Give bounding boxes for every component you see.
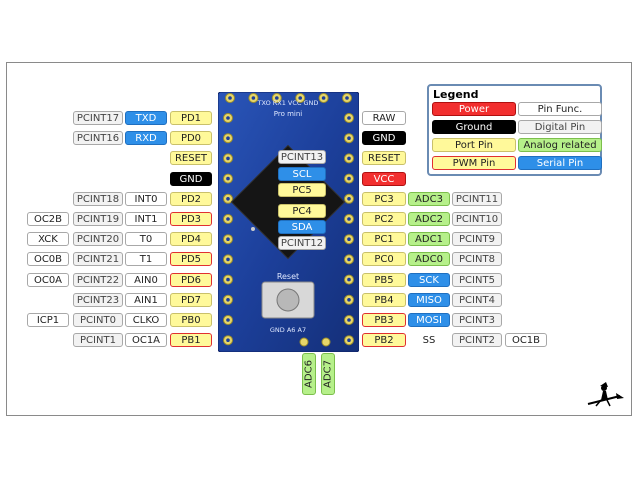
left-pin-label: OC0A (27, 273, 69, 287)
legend-item-func: Pin Func. (518, 102, 602, 116)
left-pin-label: OC2B (27, 212, 69, 226)
left-pin-label: INT0 (125, 192, 167, 206)
legend-title: Legend (433, 88, 479, 101)
right-pin-label: RESET (362, 151, 406, 165)
right-pin-label: RAW (362, 111, 406, 125)
board-bottom-silk: GND A6 A7 (270, 326, 306, 334)
left-pin-label: PCINT23 (73, 293, 123, 307)
center-pin-label: PCINT12 (278, 236, 326, 250)
left-pin-label: T0 (125, 232, 167, 246)
right-pin-label: PCINT5 (452, 273, 502, 287)
right-pin-label: ADC2 (408, 212, 450, 226)
left-pin-label: PB1 (170, 333, 212, 347)
left-pin-label: TXD (125, 111, 167, 125)
right-pin-label: PC0 (362, 252, 406, 266)
right-pin-label: PCINT8 (452, 252, 502, 266)
right-pin-label: PCINT10 (452, 212, 502, 226)
left-pin-label: CLKO (125, 313, 167, 327)
right-pin-label: PC1 (362, 232, 406, 246)
left-pin-label: GND (170, 172, 212, 186)
legend-item-analog: Analog related (518, 138, 602, 152)
right-pin-label: PB2 (362, 333, 406, 347)
right-pin-label: PC2 (362, 212, 406, 226)
left-pin-label: PD7 (170, 293, 212, 307)
right-pin-label: VCC (362, 172, 406, 186)
right-pin-label: SS (408, 333, 450, 347)
right-pin-label: ADC0 (408, 252, 450, 266)
left-pin-label: PCINT19 (73, 212, 123, 226)
left-pin-label: PCINT0 (73, 313, 123, 327)
right-pin-label: PB3 (362, 313, 406, 327)
left-pin-label: PD0 (170, 131, 212, 145)
legend-item-power: Power (432, 102, 516, 116)
left-pin-label: RESET (170, 151, 212, 165)
left-pin-label: PCINT16 (73, 131, 123, 145)
left-pin-label: PCINT1 (73, 333, 123, 347)
legend-item-digital: Digital Pin (518, 120, 602, 134)
left-pin-label: PD6 (170, 273, 212, 287)
right-pin-label: ADC3 (408, 192, 450, 206)
left-pin-label: AIN1 (125, 293, 167, 307)
board-reset-label: Reset (277, 272, 299, 281)
right-pin-label: MOSI (408, 313, 450, 327)
left-pin-label: RXD (125, 131, 167, 145)
right-pin-label: PB4 (362, 293, 406, 307)
legend-item-pwm: PWM Pin (432, 156, 516, 170)
left-pin-label: PB0 (170, 313, 212, 327)
right-pin-label: ADC1 (408, 232, 450, 246)
bottom-pin-label: ADC7 (321, 353, 335, 395)
left-pin-label: PCINT21 (73, 252, 123, 266)
right-pin-label: PCINT4 (452, 293, 502, 307)
left-pin-label: XCK (27, 232, 69, 246)
legend-item-serial: Serial Pin (518, 156, 602, 170)
right-pin-label: OC1B (505, 333, 547, 347)
center-pin-label: SCL (278, 167, 326, 181)
right-pin-label: PCINT2 (452, 333, 502, 347)
left-pin-label: PD5 (170, 252, 212, 266)
left-pin-label: OC0B (27, 252, 69, 266)
right-pin-label: GND (362, 131, 406, 145)
left-pin-label: PD1 (170, 111, 212, 125)
left-pin-label: PD4 (170, 232, 212, 246)
witch-logo-icon (587, 382, 624, 407)
board-name-label: Pro mini (274, 110, 303, 118)
center-pin-label: SDA (278, 220, 326, 234)
right-pin-label: MISO (408, 293, 450, 307)
left-pin-label: PCINT20 (73, 232, 123, 246)
right-pin-label: PB5 (362, 273, 406, 287)
board-top-silk: TXO RX1 VCC GND (257, 99, 319, 107)
left-pin-label: OC1A (125, 333, 167, 347)
left-pin-label: PCINT17 (73, 111, 123, 125)
right-pin-label: PC3 (362, 192, 406, 206)
left-pin-label: PCINT18 (73, 192, 123, 206)
right-pin-label: PCINT9 (452, 232, 502, 246)
bottom-pin-label: ADC6 (302, 353, 316, 395)
left-pin-label: PD2 (170, 192, 212, 206)
legend-item-ground: Ground (432, 120, 516, 134)
right-pin-label: SCK (408, 273, 450, 287)
left-pin-label: T1 (125, 252, 167, 266)
left-pin-label: ICP1 (27, 313, 69, 327)
center-pin-label: PC4 (278, 204, 326, 218)
left-pin-label: PCINT22 (73, 273, 123, 287)
left-pin-label: AIN0 (125, 273, 167, 287)
left-pin-label: INT1 (125, 212, 167, 226)
legend-item-port: Port Pin (432, 138, 516, 152)
center-pin-label: PCINT13 (278, 150, 326, 164)
left-pin-label: PD3 (170, 212, 212, 226)
center-pin-label: PC5 (278, 183, 326, 197)
right-pin-label: PCINT11 (452, 192, 502, 206)
right-pin-label: PCINT3 (452, 313, 502, 327)
